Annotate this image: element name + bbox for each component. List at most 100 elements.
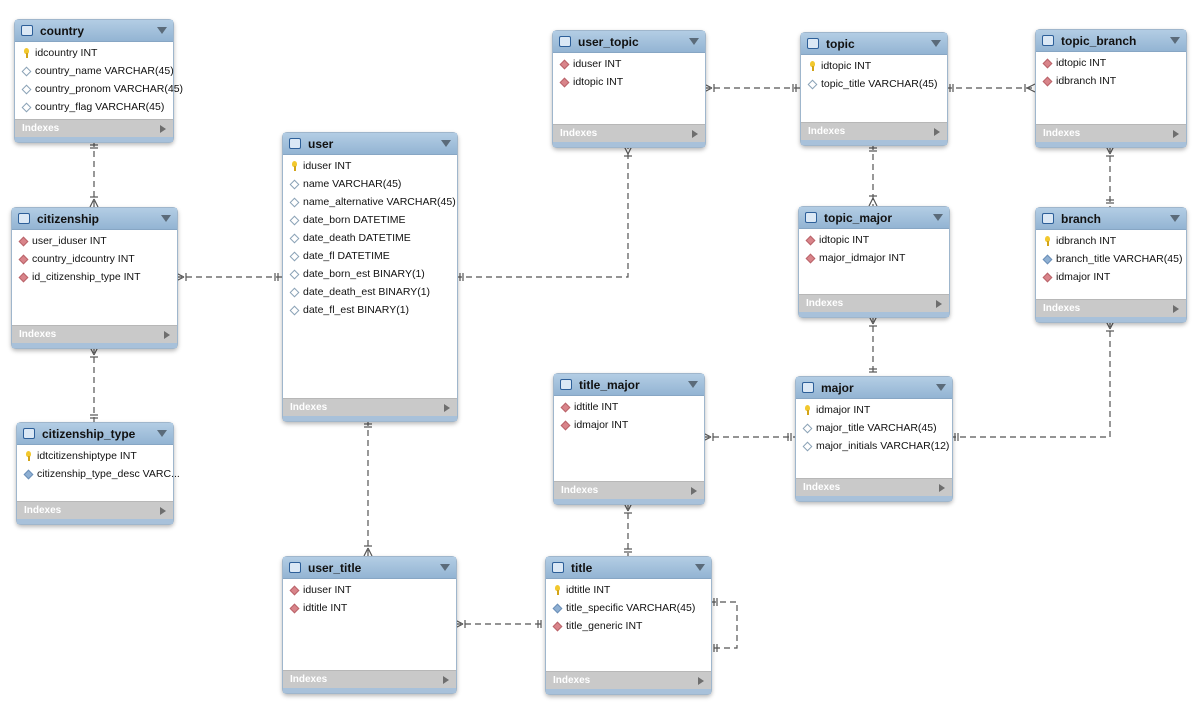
column-row[interactable]: country_idcountry INT [12, 250, 177, 268]
indexes-section[interactable]: Indexes [796, 478, 952, 496]
table-header[interactable]: title_major [554, 374, 704, 396]
table-header[interactable]: title [546, 557, 711, 579]
column-row[interactable]: iduser INT [553, 55, 705, 73]
column-row[interactable]: name_alternative VARCHAR(45) [283, 193, 457, 211]
column-row[interactable]: idmajor INT [796, 401, 952, 419]
indexes-section[interactable]: Indexes [554, 481, 704, 499]
indexes-section[interactable]: Indexes [799, 294, 949, 312]
column-row[interactable]: country_pronom VARCHAR(45) [15, 80, 183, 98]
table-branch[interactable]: branch idbranch INT branch_title VARCHAR… [1035, 207, 1187, 323]
table-user[interactable]: user iduser INT name VARCHAR(45) name_al… [282, 132, 458, 422]
column-row[interactable]: idbranch INT [1036, 232, 1186, 250]
indexes-section[interactable]: Indexes [1036, 299, 1186, 317]
table-header[interactable]: country [15, 20, 173, 42]
column-row[interactable]: idtitle INT [283, 599, 456, 617]
column-row[interactable]: major_idmajor INT [799, 249, 949, 267]
column-row[interactable]: title_specific VARCHAR(45) [546, 599, 711, 617]
column-row[interactable]: user_iduser INT [12, 232, 177, 250]
column-row[interactable]: major_title VARCHAR(45) [796, 419, 952, 437]
indexes-section[interactable]: Indexes [1036, 124, 1186, 142]
column-row[interactable]: country_flag VARCHAR(45) [15, 98, 173, 116]
collapse-triangle-icon[interactable] [161, 215, 171, 222]
collapse-triangle-icon[interactable] [440, 564, 450, 571]
indexes-section[interactable]: Indexes [801, 122, 947, 140]
indexes-section[interactable]: Indexes [546, 671, 711, 689]
collapse-triangle-icon[interactable] [931, 40, 941, 47]
expand-arrow-icon[interactable] [939, 483, 945, 492]
column-row[interactable]: date_fl_est BINARY(1) [283, 301, 457, 319]
indexes-section[interactable]: Indexes [15, 119, 173, 137]
expand-arrow-icon[interactable] [698, 676, 704, 685]
table-header[interactable]: user_topic [553, 31, 705, 53]
table-header[interactable]: citizenship [12, 208, 177, 230]
collapse-triangle-icon[interactable] [688, 381, 698, 388]
column-row[interactable]: topic_title VARCHAR(45) [801, 75, 947, 93]
column-row[interactable]: date_fl DATETIME [283, 247, 457, 265]
column-row[interactable]: date_born_est BINARY(1) [283, 265, 457, 283]
indexes-section[interactable]: Indexes [283, 670, 456, 688]
table-topic-major[interactable]: topic_major idtopic INT major_idmajor IN… [798, 206, 950, 318]
indexes-section[interactable]: Indexes [17, 501, 173, 519]
column-row[interactable]: idtopic INT [553, 73, 705, 91]
table-header[interactable]: topic_branch [1036, 30, 1186, 52]
collapse-triangle-icon[interactable] [936, 384, 946, 391]
column-row[interactable]: idmajor INT [1036, 268, 1186, 286]
expand-arrow-icon[interactable] [160, 506, 166, 515]
table-header[interactable]: major [796, 377, 952, 399]
collapse-triangle-icon[interactable] [157, 27, 167, 34]
indexes-section[interactable]: Indexes [12, 325, 177, 343]
table-title[interactable]: title idtitle INT title_specific VARCHAR… [545, 556, 712, 695]
table-topic-branch[interactable]: topic_branch idtopic INT idbranch INT In… [1035, 29, 1187, 148]
expand-arrow-icon[interactable] [692, 129, 698, 138]
collapse-triangle-icon[interactable] [933, 214, 943, 221]
column-row[interactable]: date_born DATETIME [283, 211, 457, 229]
column-row[interactable]: date_death_est BINARY(1) [283, 283, 457, 301]
table-header[interactable]: branch [1036, 208, 1186, 230]
indexes-section[interactable]: Indexes [553, 124, 705, 142]
column-row[interactable]: major_initials VARCHAR(12) [796, 437, 952, 455]
table-user-topic[interactable]: user_topic iduser INT idtopic INT Indexe… [552, 30, 706, 148]
expand-arrow-icon[interactable] [443, 675, 449, 684]
table-country[interactable]: country idcountry INT country_name VARCH… [14, 19, 183, 143]
table-user-title[interactable]: user_title iduser INT idtitle INT Indexe… [282, 556, 457, 694]
column-row[interactable]: idbranch INT [1036, 72, 1186, 90]
table-citizenship[interactable]: citizenship user_iduser INT country_idco… [11, 207, 178, 349]
column-row[interactable]: country_name VARCHAR(45) [15, 62, 174, 80]
expand-arrow-icon[interactable] [1173, 304, 1179, 313]
column-row[interactable]: title_generic INT [546, 617, 711, 635]
column-row[interactable]: branch_title VARCHAR(45) [1036, 250, 1186, 268]
column-row[interactable]: id_citizenship_type INT [12, 268, 177, 286]
table-title-major[interactable]: title_major idtitle INT idmajor INT Inde… [553, 373, 705, 505]
table-header[interactable]: citizenship_type [17, 423, 173, 445]
column-row[interactable]: iduser INT [283, 157, 457, 175]
column-row[interactable]: idtitle INT [546, 581, 711, 599]
column-row[interactable]: date_death DATETIME [283, 229, 457, 247]
column-row[interactable]: citizenship_type_desc VARC... [17, 465, 180, 483]
collapse-triangle-icon[interactable] [695, 564, 705, 571]
expand-arrow-icon[interactable] [936, 299, 942, 308]
column-row[interactable]: idmajor INT [554, 416, 704, 434]
table-header[interactable]: user_title [283, 557, 456, 579]
table-major[interactable]: major idmajor INT major_title VARCHAR(45… [795, 376, 953, 502]
column-row[interactable]: idcountry INT [15, 44, 173, 62]
expand-arrow-icon[interactable] [934, 127, 940, 136]
table-header[interactable]: topic [801, 33, 947, 55]
collapse-triangle-icon[interactable] [157, 430, 167, 437]
column-row[interactable]: idtitle INT [554, 398, 704, 416]
collapse-triangle-icon[interactable] [1170, 37, 1180, 44]
table-citizenship-type[interactable]: citizenship_type idtcitizenshiptype INT … [16, 422, 180, 525]
column-row[interactable]: idtcitizenshiptype INT [17, 447, 173, 465]
collapse-triangle-icon[interactable] [1170, 215, 1180, 222]
expand-arrow-icon[interactable] [160, 124, 166, 133]
table-header[interactable]: topic_major [799, 207, 949, 229]
expand-arrow-icon[interactable] [164, 330, 170, 339]
column-row[interactable]: iduser INT [283, 581, 456, 599]
table-header[interactable]: user [283, 133, 457, 155]
expand-arrow-icon[interactable] [1173, 129, 1179, 138]
column-row[interactable]: idtopic INT [1036, 54, 1186, 72]
collapse-triangle-icon[interactable] [689, 38, 699, 45]
column-row[interactable]: idtopic INT [801, 57, 947, 75]
column-row[interactable]: idtopic INT [799, 231, 949, 249]
table-topic[interactable]: topic idtopic INT topic_title VARCHAR(45… [800, 32, 948, 146]
expand-arrow-icon[interactable] [691, 486, 697, 495]
